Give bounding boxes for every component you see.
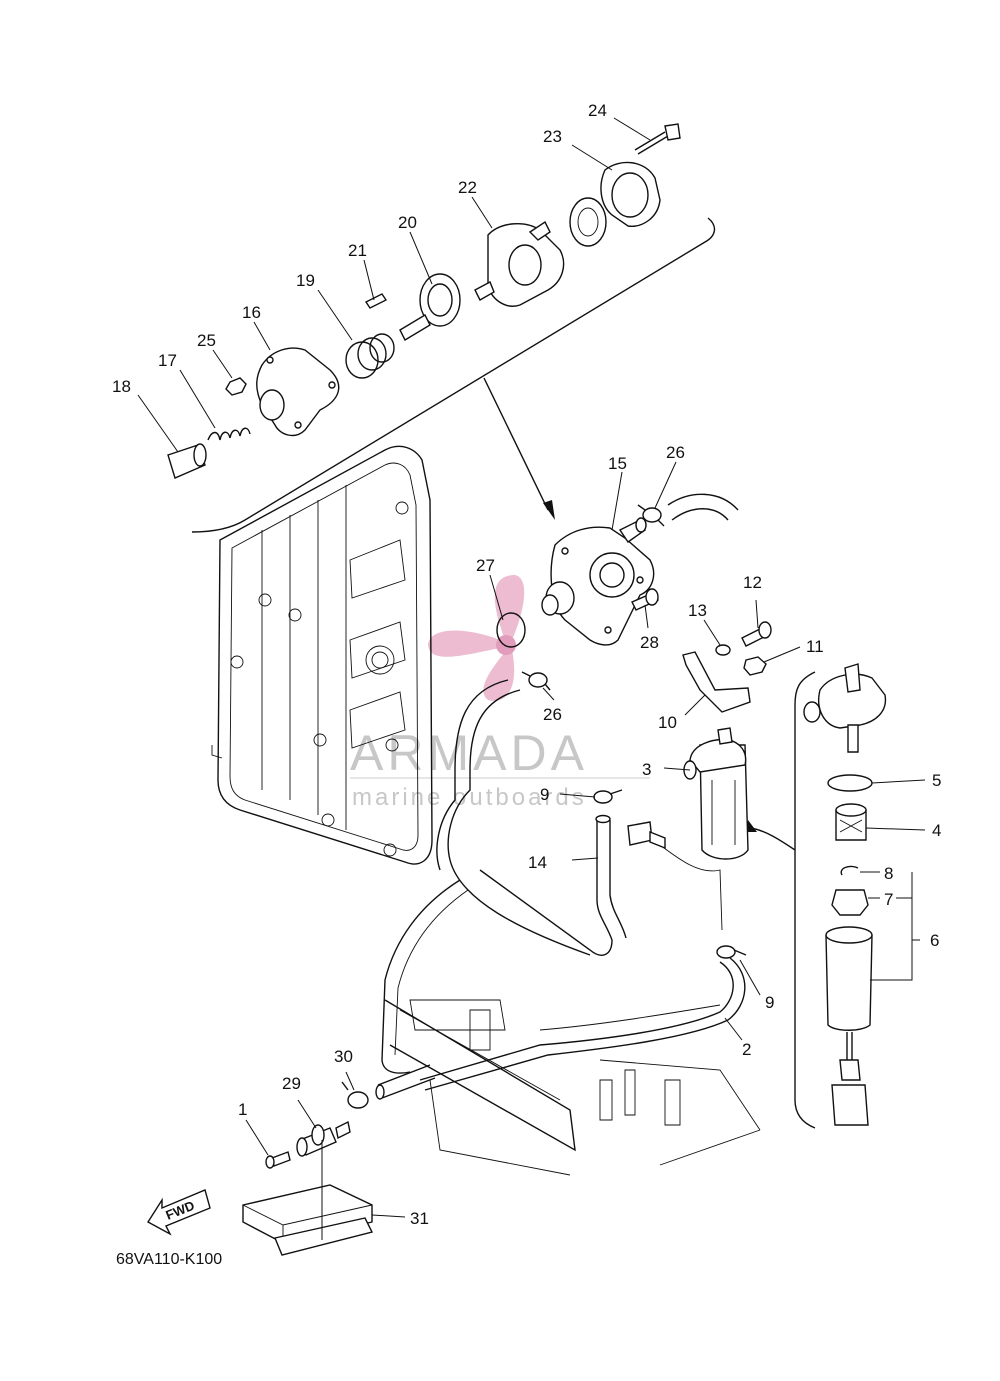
callout-4: 4 xyxy=(932,821,941,840)
callout-6: 6 xyxy=(930,931,939,950)
filter-parts-inset xyxy=(803,663,887,1126)
bottom-cowl-outline xyxy=(381,879,761,1176)
callout-17: 17 xyxy=(158,351,177,370)
inset-bracket-top xyxy=(191,217,716,533)
inset-arrowhead-icon xyxy=(543,500,555,520)
callout-27: 27 xyxy=(476,556,495,575)
callout-7: 7 xyxy=(884,890,893,909)
joint-29 xyxy=(296,1120,351,1157)
callout-9-lower: 9 xyxy=(765,993,774,1012)
callout-21: 21 xyxy=(348,241,367,260)
fuel-filter-3 xyxy=(627,727,749,860)
callout-1: 1 xyxy=(238,1100,247,1119)
callout-11: 11 xyxy=(806,637,824,656)
callout-10: 10 xyxy=(658,713,677,732)
callout-19: 19 xyxy=(296,271,315,290)
callout-30: 30 xyxy=(334,1047,353,1066)
callout-25: 25 xyxy=(197,331,216,350)
watermark-sub-text: marine outboards xyxy=(352,784,587,811)
fwd-arrow-icon: FWD xyxy=(147,1189,211,1236)
bolt-12 xyxy=(741,621,772,647)
o-ring-27 xyxy=(496,612,526,648)
callout-16: 16 xyxy=(242,303,261,322)
propeller-logo-icon xyxy=(428,575,525,701)
watermark-main-text: ARMADA xyxy=(350,725,588,781)
callout-24: 24 xyxy=(588,101,607,120)
nut-11 xyxy=(743,656,767,676)
fuel-hoses xyxy=(375,493,746,1100)
callout-29: 29 xyxy=(282,1074,301,1093)
callout-31: 31 xyxy=(410,1209,429,1228)
screw-1 xyxy=(265,1151,291,1169)
callout-28: 28 xyxy=(640,633,659,652)
inset-pointer-right xyxy=(749,827,796,851)
washer-13 xyxy=(715,644,731,656)
clip-26-upper xyxy=(637,504,665,527)
callout-18: 18 xyxy=(112,377,131,396)
callout-22: 22 xyxy=(458,178,477,197)
callout-9-upper: 9 xyxy=(540,785,549,804)
bracket-10 xyxy=(682,651,751,713)
clip-30 xyxy=(341,1081,369,1109)
callout-23: 23 xyxy=(543,127,562,146)
engine-block-outline xyxy=(211,445,433,865)
leader-lines xyxy=(137,117,926,1218)
callout-3: 3 xyxy=(642,760,651,779)
diagram-code: 68VA110-K100 xyxy=(116,1251,222,1268)
watermark-logo: ARMADA marine outboards xyxy=(350,575,650,811)
clip-9-lower xyxy=(716,945,747,959)
callout-15: 15 xyxy=(608,454,627,473)
callout-20: 20 xyxy=(398,213,417,232)
callout-8: 8 xyxy=(884,864,893,883)
protector-31 xyxy=(242,1184,374,1256)
callout-26-upper: 26 xyxy=(666,443,685,462)
callout-2: 2 xyxy=(742,1040,751,1059)
clip-26-lower xyxy=(521,671,551,691)
pump-internals-inset xyxy=(167,123,681,479)
callout-5: 5 xyxy=(932,771,941,790)
callout-14: 14 xyxy=(528,853,547,872)
callout-12: 12 xyxy=(743,573,762,592)
inset-bracket-right xyxy=(794,671,816,1129)
callout-labels: 1 2 3 4 5 6 7 8 9 9 10 11 12 13 14 15 16… xyxy=(112,101,941,1228)
callout-26-lower: 26 xyxy=(543,705,562,724)
callout-13: 13 xyxy=(688,601,707,620)
clip-9-upper xyxy=(593,789,623,804)
inset-pointer-arrow xyxy=(483,377,549,511)
fuel-pump-assembly xyxy=(541,517,655,646)
